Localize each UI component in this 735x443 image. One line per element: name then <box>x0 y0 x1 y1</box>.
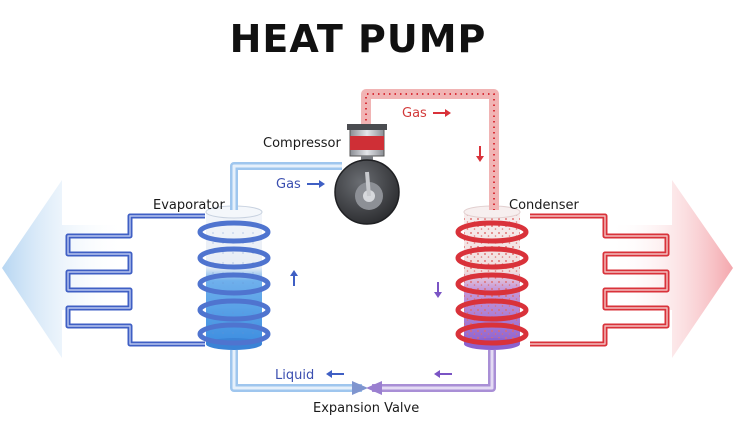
discharge-line <box>361 89 499 210</box>
gas-left-label: Gas <box>276 177 301 192</box>
expansion-valve-label: Expansion Valve <box>313 401 419 416</box>
flow-arrow-up-evaporator <box>290 270 298 286</box>
compressor-label: Compressor <box>263 136 342 151</box>
liquid-line-right <box>372 350 496 392</box>
gas-top-label: Gas <box>402 106 427 121</box>
warm-air-arrow <box>610 180 733 358</box>
flow-arrow-down-right <box>476 146 484 162</box>
compressor <box>334 124 400 225</box>
liquid-label: Liquid <box>275 368 314 383</box>
flow-arrow-gas-top <box>433 109 451 117</box>
cold-air-arrow <box>2 180 125 358</box>
flow-arrow-liquid <box>326 370 344 378</box>
page-title: HEAT PUMP <box>230 17 487 61</box>
flow-arrow-down-condenser <box>434 282 442 298</box>
evaporator-label: Evaporator <box>153 198 225 213</box>
condenser-wrap-coil <box>455 220 529 346</box>
evaporator-wrap-coil <box>197 220 271 346</box>
condenser-label: Condenser <box>509 198 580 213</box>
expansion-valve <box>352 381 382 395</box>
flow-arrow-gas-left <box>307 180 325 188</box>
flow-arrow-bottom-right <box>434 370 452 378</box>
